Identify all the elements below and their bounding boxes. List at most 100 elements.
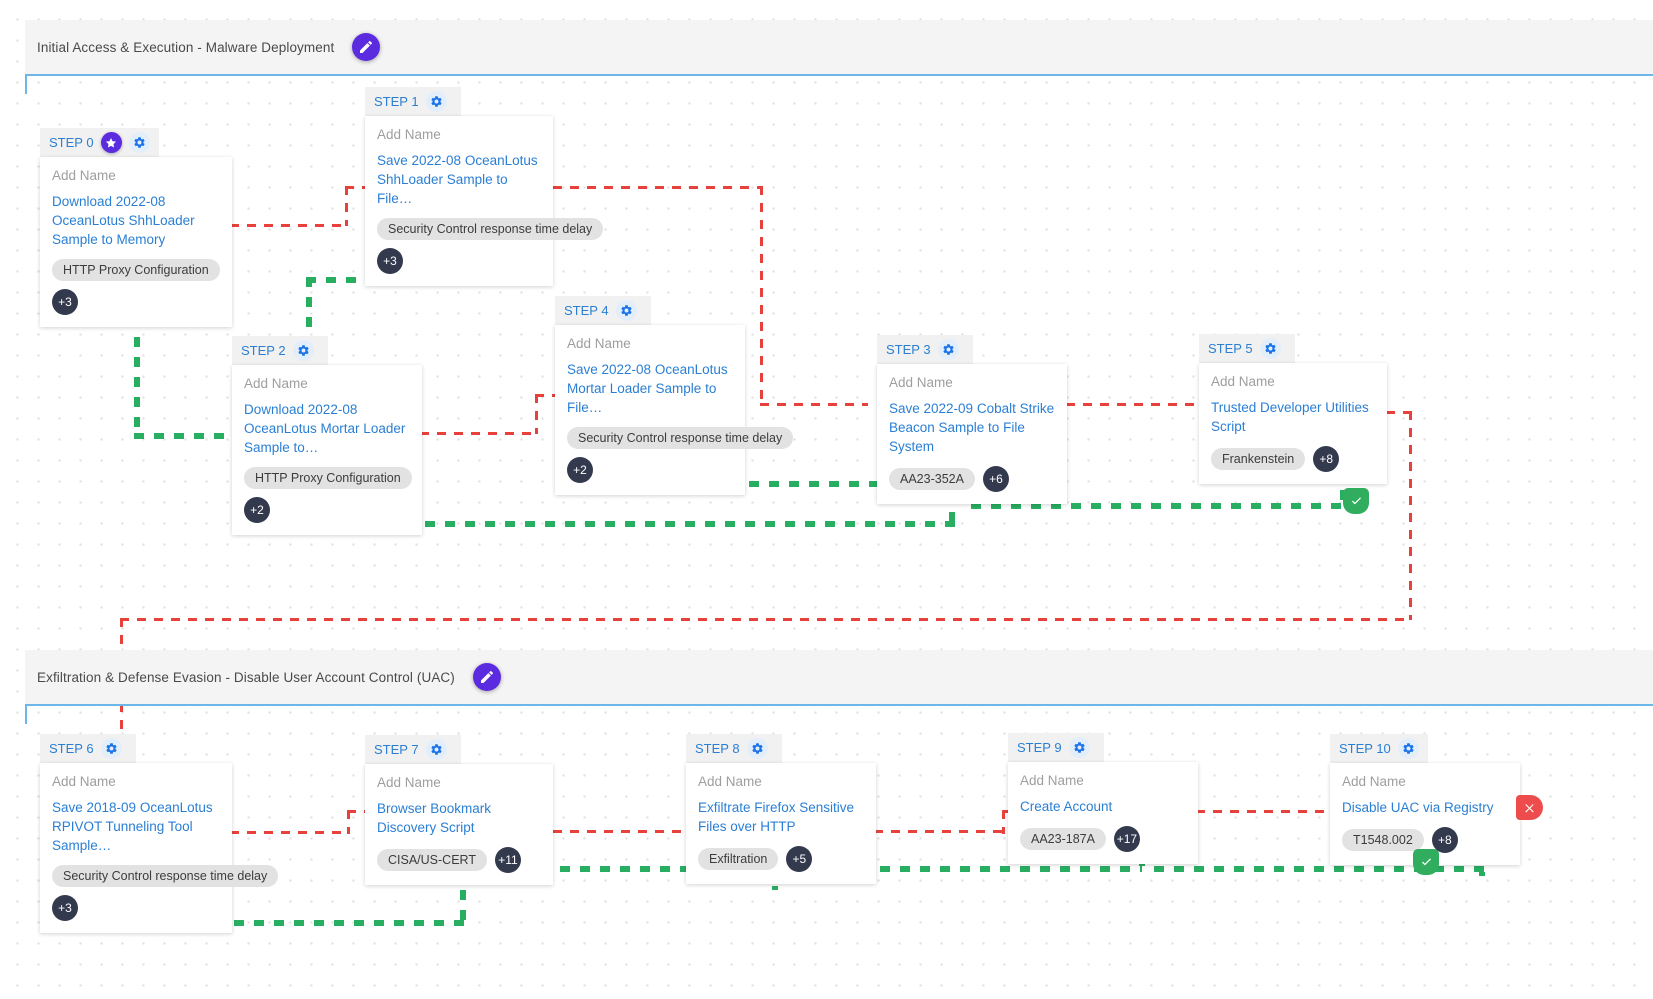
step-name-placeholder[interactable]: Add Name <box>1020 773 1084 788</box>
step-card-5[interactable]: STEP 5 Add Name Trusted Developer Utilit… <box>1199 334 1387 484</box>
tag-more-count[interactable]: +3 <box>52 895 78 921</box>
step-header[interactable]: STEP 10 <box>1330 734 1428 763</box>
step-header[interactable]: STEP 8 <box>686 734 782 763</box>
step-name-placeholder[interactable]: Add Name <box>244 376 308 391</box>
step-name-placeholder[interactable]: Add Name <box>52 774 116 789</box>
edge-red-step0-step1 <box>230 224 348 227</box>
step-title[interactable]: Save 2018-09 OceanLotus RPIVOT Tunneling… <box>52 800 213 853</box>
step-label: STEP 4 <box>564 303 609 318</box>
edge-red-step1-down <box>760 186 763 406</box>
tag-more-count[interactable]: +11 <box>494 847 521 873</box>
tag-more-count[interactable]: +8 <box>1431 827 1458 853</box>
step-body: Add Name Save 2018-09 OceanLotus RPIVOT … <box>40 763 279 933</box>
step-title[interactable]: Download 2022-08 OceanLotus ShhLoader Sa… <box>52 194 195 247</box>
step-title[interactable]: Save 2022-08 OceanLotus Mortar Loader Sa… <box>567 362 728 415</box>
step-header[interactable]: STEP 9 <box>1008 733 1104 762</box>
tag[interactable]: HTTP Proxy Configuration <box>244 467 412 489</box>
star-icon[interactable] <box>100 132 122 153</box>
tag[interactable]: AA23-187A <box>1020 828 1106 850</box>
step-card-2[interactable]: STEP 2 Add Name Download 2022-08 OceanLo… <box>232 336 422 535</box>
step-header[interactable]: STEP 3 <box>877 335 973 364</box>
tag-more-count[interactable]: +6 <box>982 466 1009 492</box>
step-header[interactable]: STEP 0 <box>40 128 159 157</box>
gear-icon[interactable] <box>746 738 768 759</box>
step-body: Add Name Save 2022-08 OceanLotus ShhLoad… <box>365 116 604 286</box>
gear-icon[interactable] <box>1397 738 1419 759</box>
gear-icon[interactable] <box>937 339 959 360</box>
step-card-0[interactable]: STEP 0 Add Name Download 2022-08 OceanLo… <box>40 128 232 327</box>
step-title[interactable]: Create Account <box>1020 799 1113 814</box>
gear-icon[interactable] <box>615 300 637 321</box>
gear-icon[interactable] <box>1259 338 1281 359</box>
step-name-placeholder[interactable]: Add Name <box>567 336 631 351</box>
gear-icon[interactable] <box>292 340 314 361</box>
edge-green-step0-down <box>134 297 140 437</box>
gear-icon[interactable] <box>425 91 447 112</box>
step-header[interactable]: STEP 2 <box>232 336 328 365</box>
step-title[interactable]: Trusted Developer Utilities Script <box>1211 400 1369 434</box>
tag[interactable]: Security Control response time delay <box>567 427 794 449</box>
step-name-placeholder[interactable]: Add Name <box>1211 374 1275 389</box>
edge-green-step9-to-step10 <box>1154 866 1484 872</box>
step-title[interactable]: Download 2022-08 OceanLotus Mortar Loade… <box>244 402 406 455</box>
step-name-placeholder[interactable]: Add Name <box>377 127 441 142</box>
step-name-placeholder[interactable]: Add Name <box>377 775 441 790</box>
tag-more-count[interactable]: +3 <box>377 248 403 274</box>
shield-check-icon[interactable] <box>1343 488 1369 514</box>
edge-red-step2-step4 <box>420 432 538 435</box>
tag-more-count[interactable]: +8 <box>1313 446 1340 472</box>
step-card-7[interactable]: STEP 7 Add Name Browser Bookmark Discove… <box>365 735 553 885</box>
tag[interactable]: Exfiltration <box>698 848 779 870</box>
step-card-8[interactable]: STEP 8 Add Name Exfiltrate Firefox Sensi… <box>686 734 876 884</box>
close-x-icon[interactable] <box>1516 795 1543 820</box>
step-title[interactable]: Browser Bookmark Discovery Script <box>377 801 492 835</box>
edge-red-step6-riser <box>347 810 350 834</box>
step-title[interactable]: Save 2022-09 Cobalt Strike Beacon Sample… <box>889 401 1055 454</box>
step-header[interactable]: STEP 5 <box>1199 334 1295 363</box>
step-card-3[interactable]: STEP 3 Add Name Save 2022-09 Cobalt Stri… <box>877 335 1067 504</box>
gear-icon[interactable] <box>100 738 122 759</box>
step-name-placeholder[interactable]: Add Name <box>698 774 762 789</box>
gear-icon[interactable] <box>128 132 150 153</box>
step-name-placeholder[interactable]: Add Name <box>889 375 953 390</box>
pencil-icon[interactable] <box>472 663 501 691</box>
pencil-icon[interactable] <box>352 33 381 61</box>
step-card-10[interactable]: STEP 10 Add Name Disable UAC via Registr… <box>1330 734 1520 865</box>
step-card-4[interactable]: STEP 4 Add Name Save 2022-08 OceanLotus … <box>555 296 794 495</box>
step-body: Add Name Exfiltrate Firefox Sensitive Fi… <box>686 763 876 884</box>
tag-more-count[interactable]: +5 <box>786 846 813 872</box>
step-name-placeholder[interactable]: Add Name <box>1342 774 1406 789</box>
tag[interactable]: AA23-352A <box>889 468 975 490</box>
shield-check-icon[interactable] <box>1413 849 1439 875</box>
tag[interactable]: Frankenstein <box>1211 448 1306 470</box>
section-header[interactable]: Initial Access & Execution - Malware Dep… <box>25 20 1653 76</box>
tag-more-count[interactable]: +3 <box>52 289 78 315</box>
step-card-6[interactable]: STEP 6 Add Name Save 2018-09 OceanLotus … <box>40 734 279 933</box>
step-label: STEP 9 <box>1017 740 1062 755</box>
step-header[interactable]: STEP 4 <box>555 296 651 325</box>
step-title[interactable]: Disable UAC via Registry <box>1342 800 1494 815</box>
step-body: Add Name Download 2022-08 OceanLotus Mor… <box>232 365 422 535</box>
step-title[interactable]: Exfiltrate Firefox Sensitive Files over … <box>698 800 855 834</box>
step-title[interactable]: Save 2022-08 OceanLotus ShhLoader Sample… <box>377 153 538 206</box>
step-header[interactable]: STEP 7 <box>365 735 461 764</box>
tag-more-count[interactable]: +17 <box>1113 826 1140 852</box>
step-header[interactable]: STEP 1 <box>365 87 461 116</box>
edge-red-step6-top <box>347 810 369 813</box>
tag[interactable]: Security Control response time delay <box>52 865 279 887</box>
step-name-placeholder[interactable]: Add Name <box>52 168 116 183</box>
gear-icon[interactable] <box>1068 737 1090 758</box>
step-card-1[interactable]: STEP 1 Add Name Save 2022-08 OceanLotus … <box>365 87 604 286</box>
section-initial-access: Initial Access & Execution - Malware Dep… <box>25 20 1653 94</box>
step-header[interactable]: STEP 6 <box>40 734 136 763</box>
gear-icon[interactable] <box>425 739 447 760</box>
tag-more-count[interactable]: +2 <box>244 497 270 523</box>
tag[interactable]: HTTP Proxy Configuration <box>52 259 220 281</box>
tag[interactable]: CISA/US-CERT <box>377 849 487 871</box>
tag-more-count[interactable]: +2 <box>567 457 593 483</box>
step-card-9[interactable]: STEP 9 Add Name Create Account AA23-187A… <box>1008 733 1198 864</box>
tag[interactable]: Security Control response time delay <box>377 218 604 240</box>
tag[interactable]: T1548.002 <box>1342 829 1424 851</box>
section-header[interactable]: Exfiltration & Defense Evasion - Disable… <box>25 650 1653 706</box>
